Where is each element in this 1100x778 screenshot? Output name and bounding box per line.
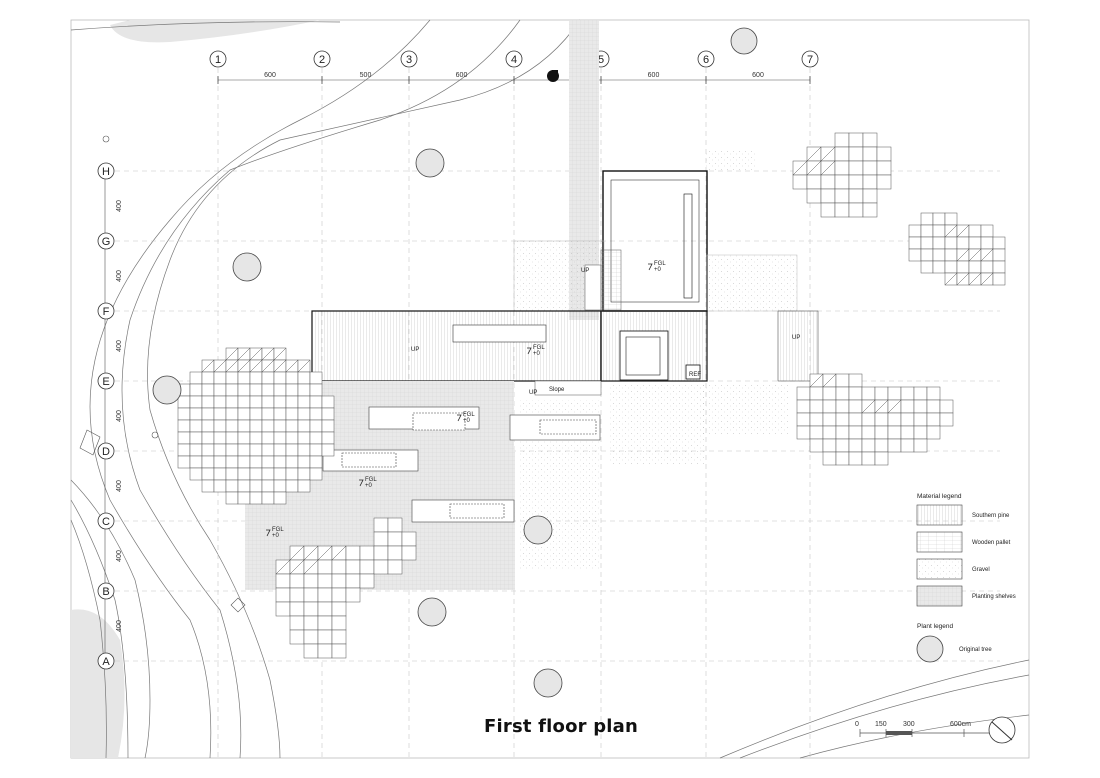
grid-row-label: G [102, 236, 111, 248]
legend-southern-pine: Southern pine [972, 513, 1010, 519]
grid-column-label: 5 [598, 54, 604, 66]
row-spacing-label: 400 [116, 270, 123, 282]
grid-row-label: E [102, 376, 109, 388]
grid-column-label: 2 [319, 54, 325, 66]
column-spacing-label: 600 [648, 72, 660, 79]
grid-row-label: D [102, 446, 110, 458]
up-label-3: UP [529, 390, 537, 396]
scale-0: 0 [855, 721, 859, 728]
grid-row-label: F [103, 306, 110, 318]
scale-600: 600cm [950, 721, 971, 728]
plant-legend: Plant legend Original tree [916, 623, 992, 663]
grid-column-label: 7 [807, 54, 813, 66]
grid-row-F: F [97, 302, 115, 320]
svg-text:FGL: FGL [463, 412, 475, 418]
grid-row-E: E [97, 372, 115, 390]
svg-text:FGL: FGL [533, 345, 545, 351]
original-trees [152, 27, 758, 698]
svg-text:FGL: FGL [365, 477, 377, 483]
slope-label: Slope [549, 387, 565, 393]
column-spacing-label: 500 [360, 72, 372, 79]
grid-row-D: D [97, 442, 115, 460]
up-label-4: UP [792, 335, 800, 341]
plan-title: First floor plan [484, 716, 639, 737]
terrain-patch-top [110, 20, 320, 43]
central-deck [311, 249, 819, 396]
row-spacing-label: 400 [116, 480, 123, 492]
grid-column-label: 3 [406, 54, 412, 66]
north-arrow-icon [988, 716, 1016, 744]
material-legend: Material legend Southern pine Wooden pal… [916, 493, 1016, 607]
ref-label: REF [689, 372, 701, 378]
scale-300: 300 [903, 721, 915, 728]
row-spacing-label: 400 [116, 200, 123, 212]
drawing-frame [70, 19, 1030, 759]
column-spacing-label: 600 [456, 72, 468, 79]
grid-row-A: A [97, 652, 115, 670]
fgl-level-marker: FGL+0 [457, 412, 475, 424]
planting-shelf-cluster [275, 517, 417, 659]
grid-column-label: 1 [215, 54, 221, 66]
legend-original-tree: Original tree [959, 647, 992, 653]
planting-shelf-cluster [792, 132, 892, 218]
svg-text:+0: +0 [654, 267, 662, 273]
grid-row-label: C [102, 516, 110, 528]
grid-row-C: C [97, 512, 115, 530]
row-spacing-label: 400 [116, 620, 123, 632]
grid-column-label: 6 [703, 54, 709, 66]
row-spacing-label: 400 [116, 410, 123, 422]
grid-column-2: 2 [313, 50, 331, 84]
grid-row-label: A [102, 656, 110, 668]
terrain-patch-bottom-left [71, 609, 125, 758]
spot-markers [79, 135, 246, 613]
planting-shelves [177, 132, 1006, 659]
grid-column-1: 1 [209, 50, 227, 84]
svg-text:+0: +0 [463, 418, 471, 424]
column-spacing-label: 600 [752, 72, 764, 79]
grid-column-6: 6 [697, 50, 715, 84]
grid-column-7: 7 [801, 50, 819, 84]
up-label-1: UP [411, 347, 419, 353]
grid-row-B: B [97, 582, 115, 600]
svg-text:FGL: FGL [654, 261, 666, 267]
svg-text:+0: +0 [533, 351, 541, 357]
scale-bar: 0 150 300 600cm [855, 721, 1000, 737]
grid-row-label: B [102, 586, 109, 598]
fgl-level-marker: FGL+0 [527, 345, 545, 357]
grid-column-label: 4 [511, 54, 517, 66]
legend-gravel: Gravel [972, 567, 990, 573]
svg-text:+0: +0 [365, 483, 373, 489]
grid-column-3: 3 [400, 50, 418, 84]
plant-legend-title: Plant legend [917, 623, 954, 630]
fgl-level-marker: FGL+0 [648, 261, 666, 273]
row-spacing-label: 400 [116, 340, 123, 352]
planting-shelf-cluster [177, 347, 335, 505]
grid-row-label: H [102, 166, 110, 178]
up-label-2: UP [581, 268, 589, 274]
grid-row-G: G [97, 232, 115, 250]
svg-text:+0: +0 [272, 533, 280, 539]
fgl-level-marker: FGL+0 [359, 477, 377, 489]
svg-text:FGL: FGL [272, 527, 284, 533]
fgl-level-marker: FGL+0 [266, 527, 284, 539]
grid-column-4: 4 [505, 50, 523, 84]
planting-shelf-cluster [796, 373, 954, 466]
gravel-areas [513, 150, 798, 570]
legend-planting-shelves: Planting shelves [972, 594, 1016, 600]
scale-150: 150 [875, 721, 887, 728]
column-marker-round [547, 70, 559, 82]
planting-shelf-cluster [908, 212, 1006, 286]
material-legend-title: Material legend [917, 493, 962, 500]
grid-row-H: H [97, 162, 115, 180]
column-spacing-label: 600 [264, 72, 276, 79]
legend-wooden-pallet: Wooden pallet [972, 540, 1011, 546]
row-spacing-label: 400 [116, 550, 123, 562]
